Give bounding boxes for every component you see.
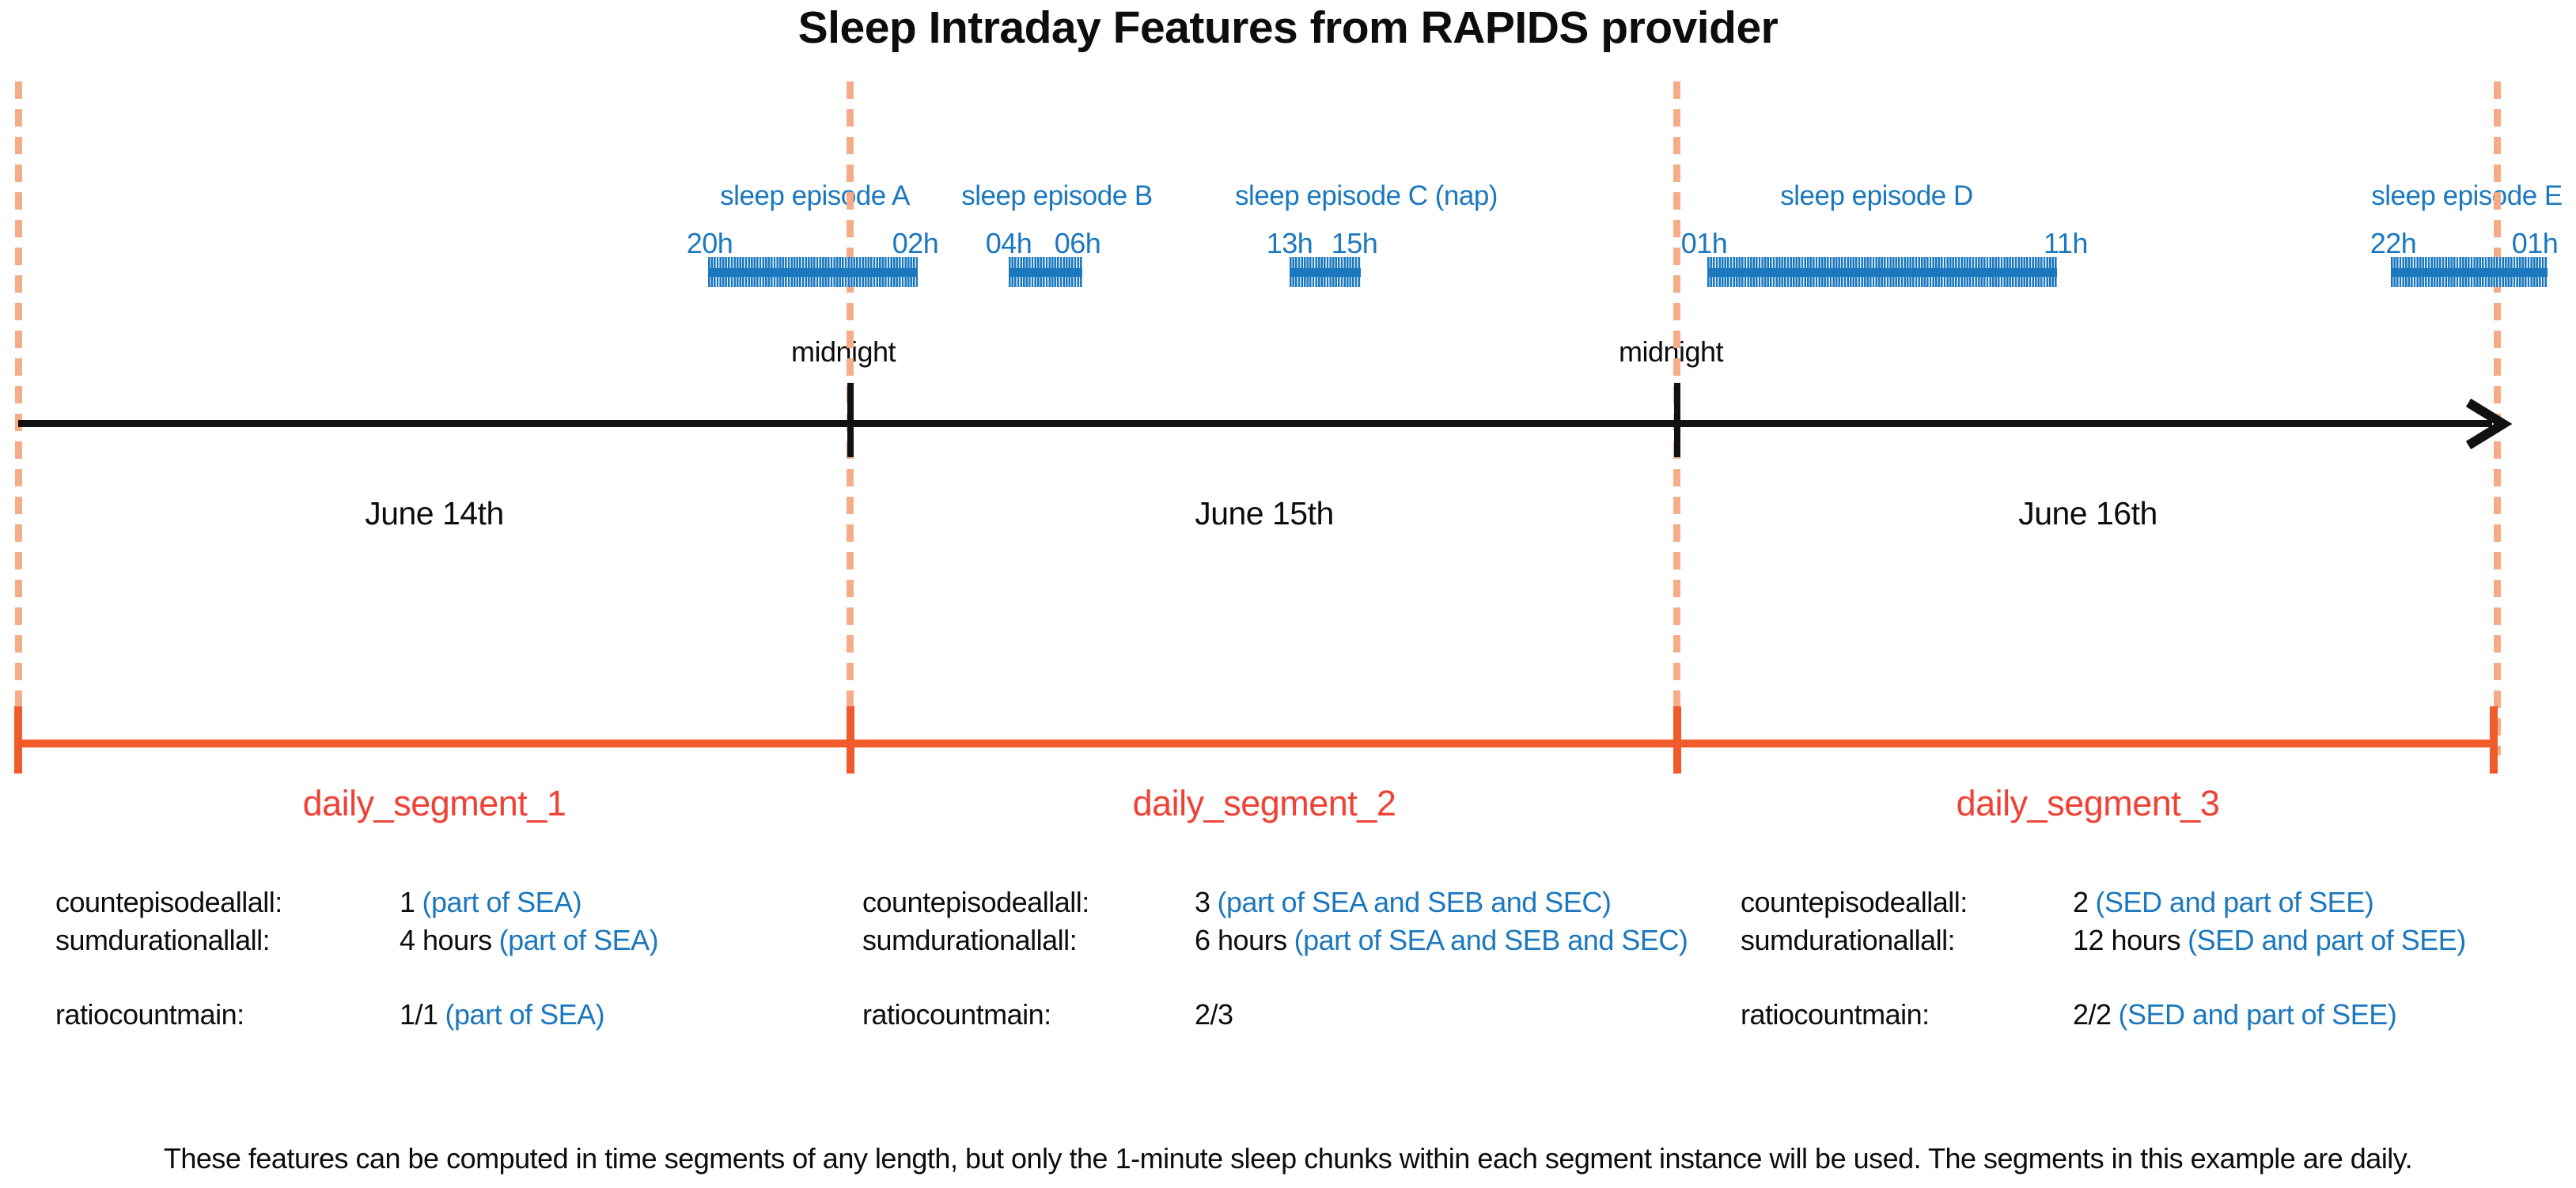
feature-value: 6 hours (1195, 924, 1287, 956)
episode-e-bar (2391, 257, 2548, 287)
day-label-june-15: June 15th (1195, 495, 1334, 532)
feature-row: ratiocountmain: 1/1(part of SEA) (55, 998, 605, 1031)
episode-d-label: sleep episode D (1780, 180, 1973, 211)
midnight-label-2: midnight (1618, 335, 1724, 368)
episode-c-start-time: 13h (1266, 227, 1313, 259)
feature-note: (SED and part of SEE) (2118, 998, 2397, 1031)
feature-value: 2/2 (2073, 998, 2112, 1031)
feature-row: ratiocountmain: 2/3 (862, 998, 1241, 1031)
episode-e-label: sleep episode E (2371, 180, 2563, 211)
segment-bracket-tick-3 (1673, 706, 1681, 774)
timeline-axis (18, 420, 2492, 427)
feature-name: ratiocountmain: (55, 998, 244, 1031)
segment-1-name: daily_segment_1 (302, 783, 566, 823)
diagram-footnote: These features can be computed in time s… (163, 1142, 2413, 1175)
feature-row: countepisodeallall: 1(part of SEA) (55, 886, 582, 919)
feature-value: 12 hours (2073, 924, 2181, 956)
feature-note: (part of SEA) (422, 886, 582, 918)
episode-e-bar-core (2391, 268, 2548, 277)
feature-name: sumdurationallall: (862, 924, 1078, 956)
episode-c-end-time: 15h (1331, 227, 1378, 259)
feature-note: (part of SEA) (498, 924, 659, 956)
segment-bracket-tick-1 (14, 706, 22, 774)
segment-3-name: daily_segment_3 (1956, 783, 2220, 823)
segment-bracket-tick-4 (2490, 706, 2498, 774)
segment-2-name: daily_segment_2 (1132, 783, 1396, 823)
day-label-june-14: June 14th (365, 495, 504, 532)
midnight-label-1: midnight (790, 335, 896, 368)
episode-c-bar-core (1290, 268, 1361, 277)
feature-value: 4 hours (400, 924, 492, 956)
midnight-tick-2 (1674, 383, 1680, 457)
timeline-arrow-icon (2465, 398, 2513, 450)
segment-bracket-tick-2 (847, 706, 854, 774)
segment-2-features: countepisodeallall:3(part of SEA and SEB… (862, 886, 1688, 1052)
episode-e-end-time: 01h (2511, 227, 2559, 259)
midnight-tick-1 (847, 383, 854, 457)
episode-b-bar (1009, 257, 1082, 287)
feature-value: 1 (400, 886, 415, 918)
feature-row: sumdurationallall: 4 hours(part of SEA) (55, 924, 659, 957)
feature-name: sumdurationallall: (1741, 924, 1956, 956)
feature-row: countepisodeallall: 3(part of SEA and SEB… (862, 886, 1612, 919)
segment-bracket-line (18, 740, 2498, 747)
episode-b-label: sleep episode B (961, 180, 1153, 211)
episode-a-bar (708, 257, 918, 287)
feature-value: 2 (2073, 886, 2089, 918)
feature-row: countepisodeallall: 2(SED and part of SEE… (1741, 886, 2374, 919)
feature-name: ratiocountmain: (1741, 998, 1930, 1031)
episode-a-end-time: 02h (892, 227, 939, 259)
episode-a-label: sleep episode A (720, 180, 910, 211)
diagram-title: Sleep Intraday Features from RAPIDS prov… (797, 2, 1779, 53)
episode-d-bar (1707, 257, 2057, 287)
episode-a-start-time: 20h (686, 227, 733, 259)
episode-d-start-time: 01h (1680, 227, 1728, 259)
episode-a-bar-core (708, 268, 918, 277)
feature-row: ratiocountmain: 2/2(SED and part of SEE) (1741, 998, 2397, 1031)
episode-b-bar-core (1009, 268, 1082, 277)
feature-note: (SED and part of SEE) (2188, 924, 2466, 956)
episode-e-start-time: 22h (2370, 227, 2417, 259)
feature-row: sumdurationallall: 6 hours(part of SEA an… (862, 924, 1688, 957)
feature-note: (SED and part of SEE) (2095, 886, 2374, 918)
episode-b-end-time: 06h (1054, 227, 1101, 259)
midnight-guide-line-1 (15, 81, 22, 755)
feature-name: countepisodeallall: (1741, 886, 1968, 918)
episode-d-end-time: 11h (2044, 227, 2088, 259)
episode-b-start-time: 04h (985, 227, 1032, 259)
feature-value: 2/3 (1195, 998, 1233, 1031)
segment-1-features: countepisodeallall:1(part of SEA) sumdur… (55, 886, 831, 1052)
day-label-june-16: June 16th (2018, 495, 2157, 532)
feature-row: sumdurationallall: 12 hours(SED and part … (1741, 924, 2466, 957)
feature-name: sumdurationallall: (55, 924, 271, 956)
episode-c-bar (1290, 257, 1361, 287)
feature-note: (part of SEA and SEB and SEC) (1294, 924, 1688, 956)
feature-note: (part of SEA) (445, 998, 605, 1031)
feature-name: ratiocountmain: (862, 998, 1051, 1031)
feature-name: countepisodeallall: (862, 886, 1089, 918)
feature-value: 1/1 (400, 998, 438, 1031)
feature-value: 3 (1195, 886, 1210, 918)
episode-d-bar-core (1707, 268, 2057, 277)
episode-c-label: sleep episode C (nap) (1235, 180, 1498, 211)
feature-name: countepisodeallall: (55, 886, 282, 918)
segment-3-features: countepisodeallall:2(SED and part of SEE… (1741, 886, 2571, 1052)
feature-note: (part of SEA and SEB and SEC) (1217, 886, 1612, 918)
